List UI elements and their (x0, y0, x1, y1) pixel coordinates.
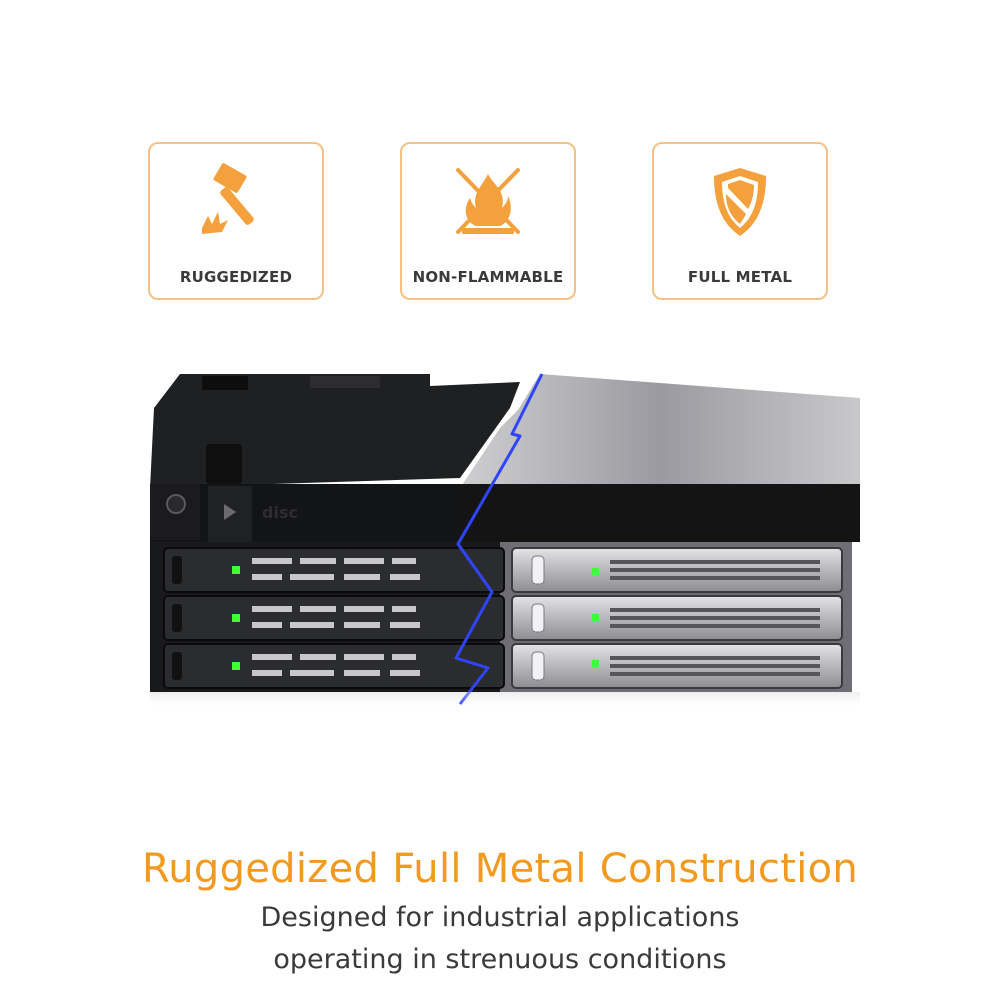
feature-card-ruggedized: RUGGEDIZED (148, 142, 324, 300)
feature-card-non-flammable: NON-FLAMMABLE (400, 142, 576, 300)
drive-trays (163, 547, 843, 689)
feature-label: NON-FLAMMABLE (412, 268, 564, 286)
hammer-icon (202, 163, 254, 234)
mobile-rack-enclosure-image: disc (150, 373, 860, 708)
bay-label: disc (262, 503, 298, 522)
feature-label: RUGGEDIZED (179, 268, 293, 286)
description-line: operating in strenuous conditions (273, 944, 727, 975)
split-line (454, 373, 544, 705)
shield-icon (714, 168, 766, 236)
feature-label: FULL METAL (687, 268, 793, 286)
description-line: Designed for industrial applications (260, 902, 740, 933)
no-fire-icon (456, 168, 520, 234)
headline: Ruggedized Full Metal Construction (141, 846, 859, 892)
feature-card-full-metal: FULL METAL (652, 142, 828, 300)
